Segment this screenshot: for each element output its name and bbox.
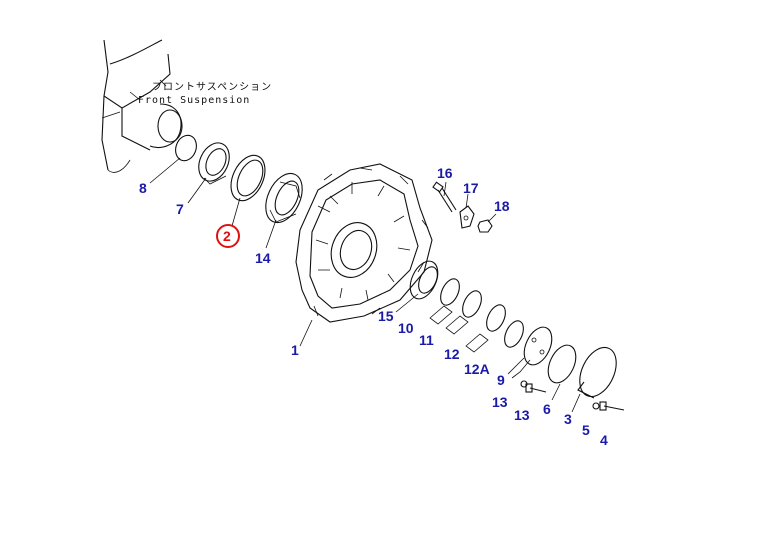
shim-10 [429,278,460,325]
cover-3 [577,346,617,399]
ring-2 [230,154,266,202]
label-part-12a[interactable]: 12A [464,361,490,377]
bolt-4 [599,401,625,411]
label-part-17[interactable]: 16 [437,165,453,181]
label-part-2[interactable]: 2 [223,228,231,244]
washer-5 [592,402,600,410]
label-part-3[interactable]: 3 [564,411,572,427]
label-part-12[interactable]: 12 [444,346,460,362]
label-part-15[interactable]: 14 [255,250,271,266]
label-part-5[interactable]: 5 [582,422,590,438]
note-japanese: フロントサスペンション [152,81,272,93]
bearing-15 [265,172,303,224]
highlight-ring-2 [216,224,240,248]
lock-plate-18 [459,205,475,229]
bolt-17 [432,181,457,213]
carrier-housing-1 [295,163,433,323]
label-part-11[interactable]: 11 [419,332,434,348]
label-part-1[interactable]: 1 [291,342,299,358]
label-part-8[interactable]: 8 [139,180,147,196]
label-part-6[interactable]: 6 [543,401,551,417]
note-english: Front Suspension [138,95,250,106]
shim-12 [465,304,506,353]
label-part-10[interactable]: 10 [398,320,414,336]
o-ring-8 [175,134,197,162]
label-part-19[interactable]: 18 [494,198,510,214]
front-suspension-housing [101,39,183,173]
nut-19 [477,219,493,233]
label-part-16[interactable]: 15 [378,308,394,324]
label-part-9[interactable]: 9 [497,372,505,388]
shim-11 [445,290,482,335]
o-ring-6 [547,344,577,384]
retainer-9 [511,326,553,379]
part-labels: 8 7 2 14 1 16 17 18 15 10 11 12 12A 9 13… [139,165,608,448]
leader-lines [149,157,581,413]
label-part-7[interactable]: 7 [176,201,184,217]
bolt-13 [525,383,547,393]
label-part-14[interactable]: 13 [492,394,508,410]
bearing-16 [409,260,439,300]
shim-12a [504,320,524,348]
label-part-18[interactable]: 17 [463,180,479,196]
seal-7 [198,142,230,185]
label-part-13[interactable]: 13 [514,407,530,423]
label-part-4[interactable]: 4 [600,432,608,448]
